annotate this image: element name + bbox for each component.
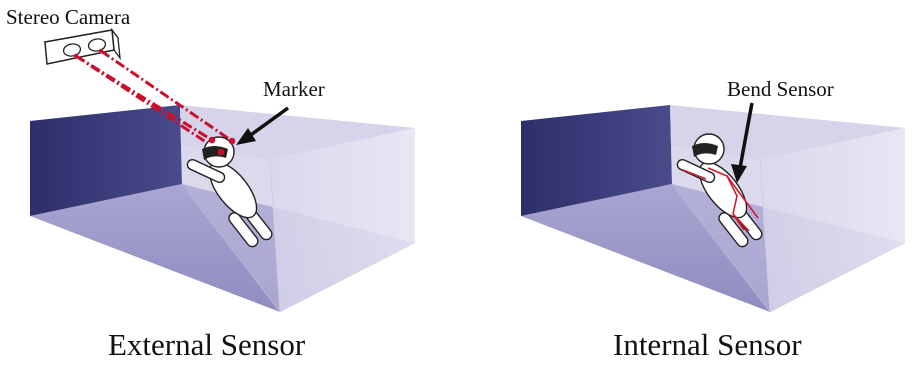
- visor-icon: [692, 143, 718, 157]
- room-side-wall: [270, 128, 415, 312]
- room-right: [521, 105, 905, 313]
- bend-sensor-lines: [682, 167, 759, 232]
- stereo-camera-icon: [43, 27, 121, 65]
- room-ceiling: [670, 105, 905, 160]
- bend-sensor-label: Bend Sensor: [727, 77, 834, 101]
- room-back-wall: [30, 105, 182, 216]
- room-back-wall: [521, 105, 672, 216]
- room-ceiling: [180, 105, 415, 160]
- internal-sensor-caption: Internal Sensor: [613, 327, 802, 362]
- tracking-lines: [75, 49, 233, 154]
- marker-arrow: [236, 106, 290, 145]
- markers: [208, 136, 236, 156]
- external-sensor-caption: External Sensor: [108, 327, 306, 362]
- bend-sensor-arrow: [731, 102, 754, 183]
- marker-label: Marker: [263, 77, 325, 101]
- room-side-wall: [760, 128, 905, 312]
- room-far-wall: [671, 145, 770, 312]
- room-left: [30, 105, 415, 313]
- room-far-wall: [181, 145, 280, 312]
- stereo-camera-label: Stereo Camera: [6, 5, 131, 29]
